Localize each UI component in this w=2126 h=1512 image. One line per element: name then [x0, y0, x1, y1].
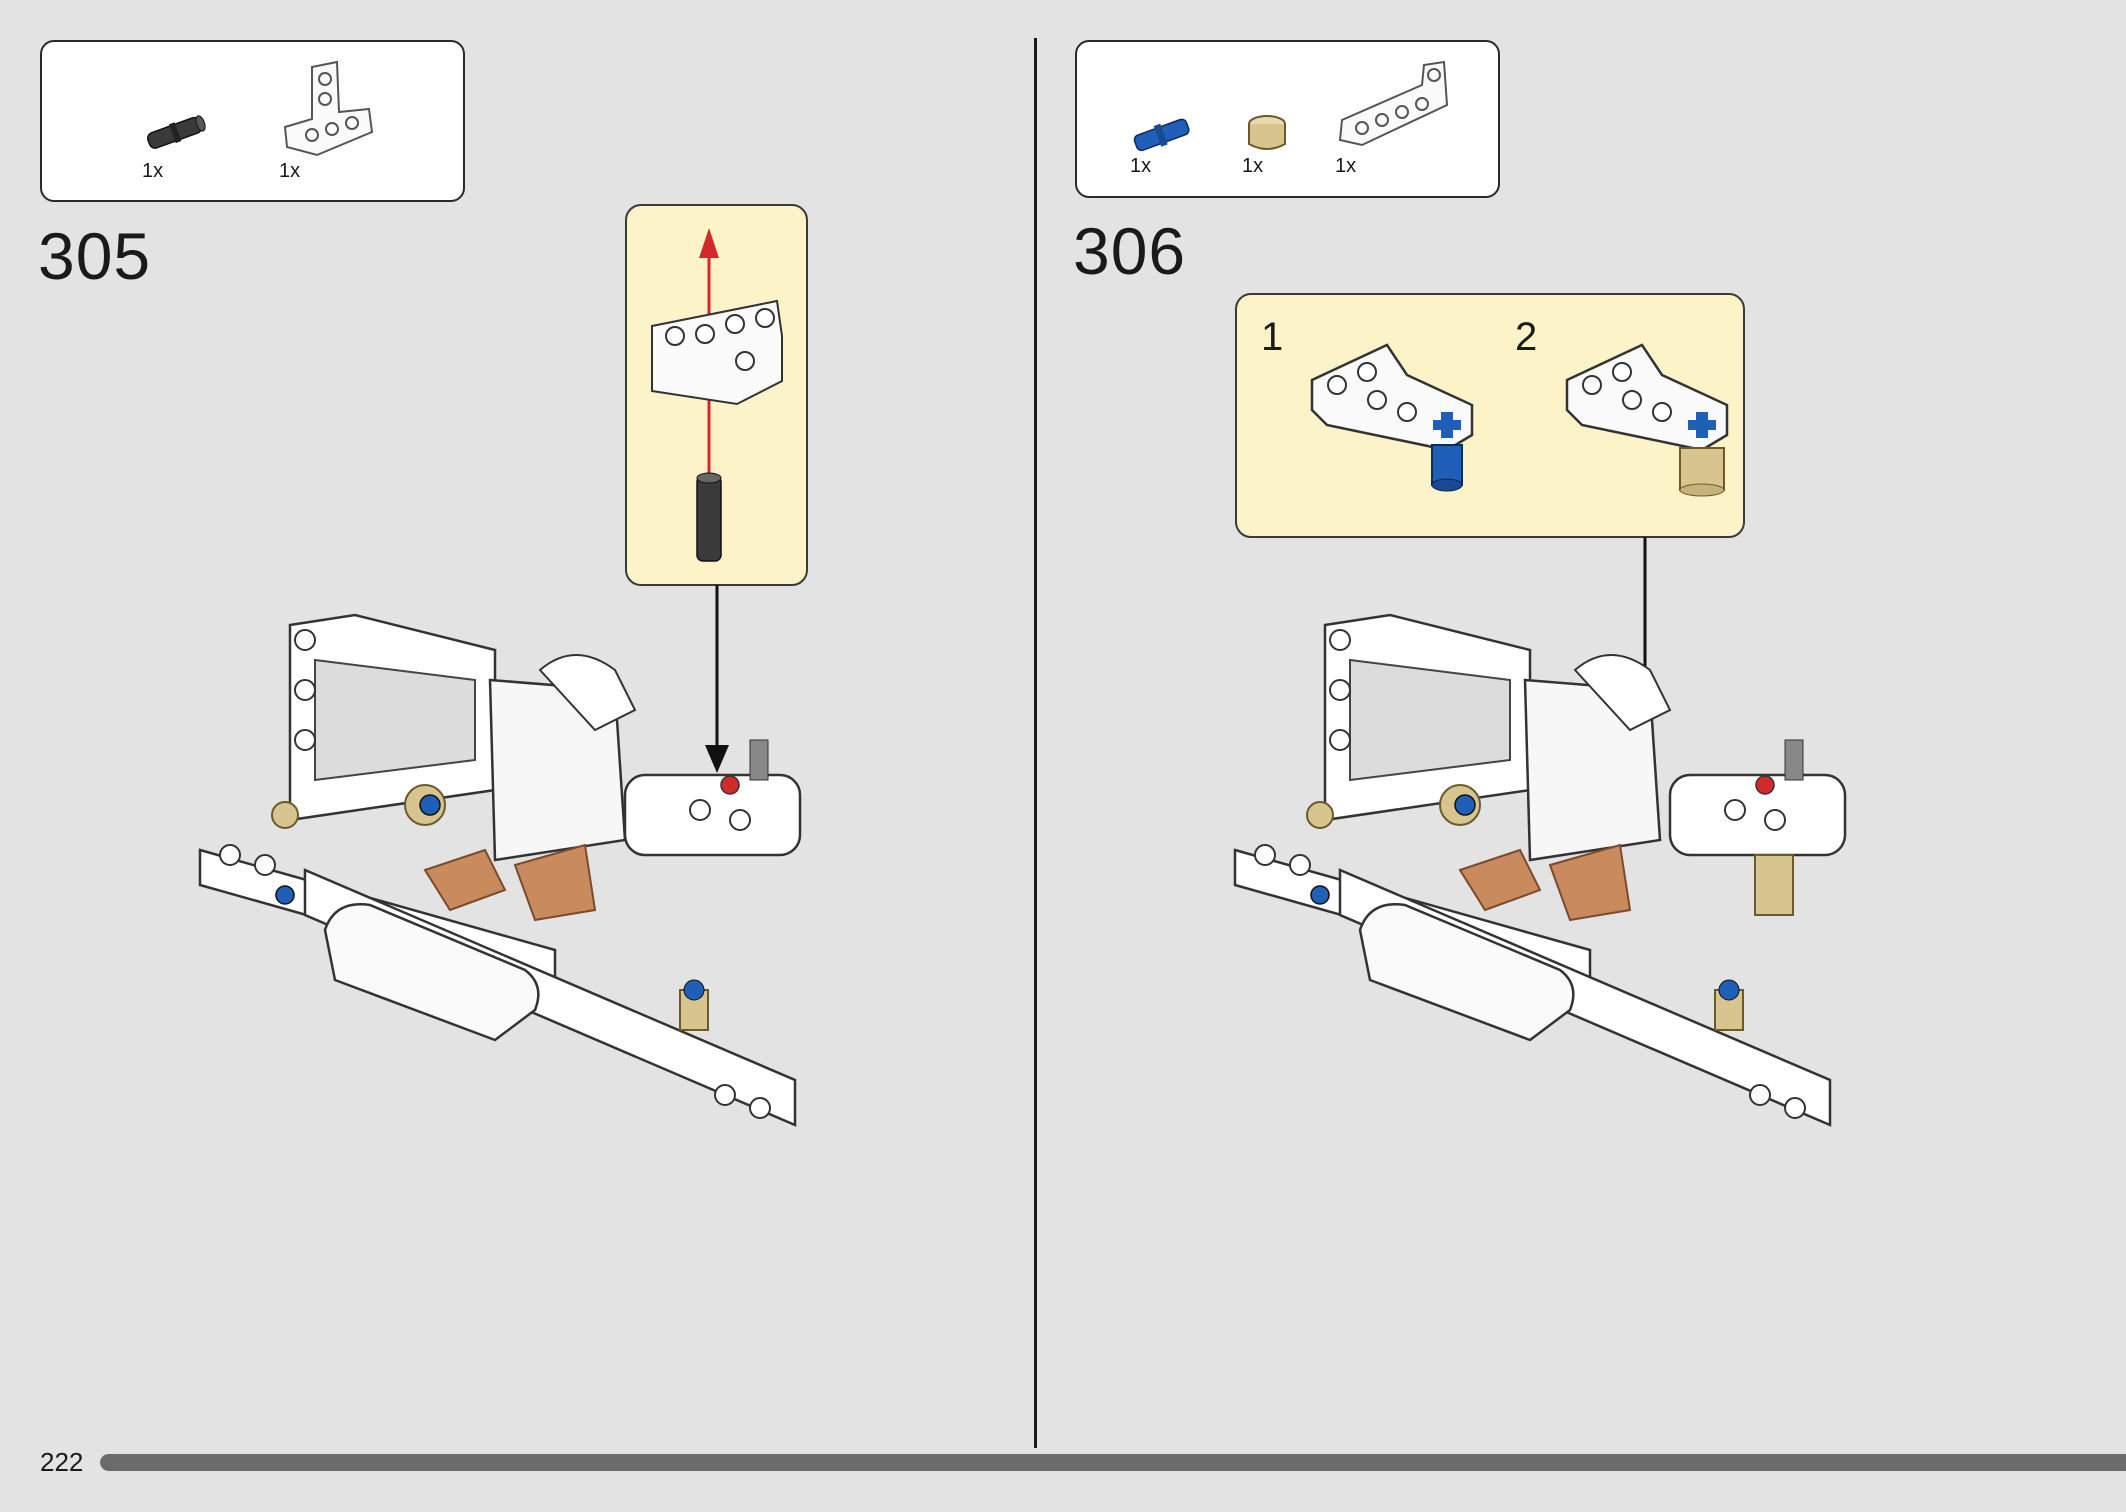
parts-list-step-305: 1x 1x — [40, 40, 465, 202]
tan-bush-part-icon — [1248, 115, 1286, 150]
black-pin-part-icon — [147, 115, 206, 149]
substep-1-drawing — [1310, 343, 1474, 492]
pointer-arrow-305 — [705, 585, 729, 773]
part-qty: 1x — [142, 160, 164, 182]
t-beam-part-icon — [283, 60, 374, 157]
step-number-305: 305 — [38, 219, 152, 293]
model-assembly-306 — [1233, 613, 1847, 1127]
assembly-callout-drawing — [651, 228, 783, 562]
step-number-306: 306 — [1073, 214, 1187, 288]
progress-bar — [100, 1454, 2126, 1471]
substep-number-2: 2 — [1515, 315, 1538, 359]
substep-2-drawing — [1565, 343, 1729, 497]
l-beam-part-icon — [1338, 60, 1449, 147]
callout-step-306: 1 2 — [1235, 293, 1745, 538]
part-qty: 1x — [1130, 155, 1152, 177]
page-number: 222 — [40, 1447, 84, 1477]
part-qty: 1x — [1242, 155, 1264, 177]
page-divider — [1034, 38, 1037, 1448]
progress-bar-fill — [100, 1454, 2126, 1471]
part-qty: 1x — [1335, 155, 1357, 177]
parts-list-step-306: 1x 1x 1x — [1075, 40, 1500, 198]
callout-step-305 — [625, 204, 808, 586]
substep-number-1: 1 — [1261, 315, 1284, 359]
part-qty: 1x — [279, 160, 301, 182]
blue-axle-pin-part-icon — [1133, 118, 1190, 152]
model-assembly-305 — [198, 613, 802, 1127]
